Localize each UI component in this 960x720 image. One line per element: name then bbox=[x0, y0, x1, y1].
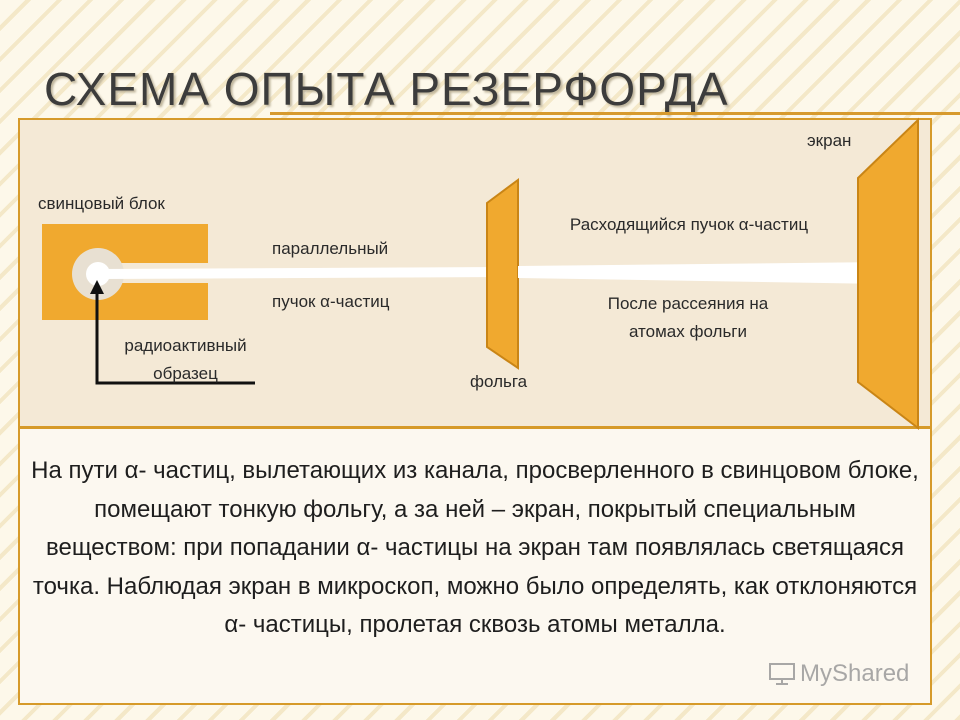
radioactive-sample-label: радиоактивный образец bbox=[124, 336, 247, 383]
parallel-label: параллельный bbox=[272, 239, 389, 258]
sample-arrow-head bbox=[90, 280, 104, 294]
description-panel bbox=[18, 427, 932, 705]
parallel-beam bbox=[93, 267, 509, 279]
after-scattering-label: После рассеяния на атомах фольги bbox=[607, 294, 769, 341]
title-underline bbox=[270, 112, 960, 115]
diverging-beam bbox=[518, 262, 885, 284]
presentation-icon bbox=[769, 663, 795, 685]
diverging-beam-label: Расходящийся пучок α-частиц bbox=[569, 215, 809, 234]
screen-plate bbox=[857, 117, 919, 431]
screen-label: экран bbox=[807, 131, 852, 150]
watermark-text: MyShared bbox=[800, 660, 910, 687]
sample-arrow-line bbox=[95, 291, 255, 385]
watermark: MyShared bbox=[768, 660, 909, 688]
foil-label: фольга bbox=[470, 372, 528, 391]
description-text: На пути α- частиц, вылетающих из канала,… bbox=[31, 457, 919, 638]
beam-label: пучок α-частиц bbox=[272, 292, 390, 311]
lead-block-label: свинцовый блок bbox=[38, 194, 165, 213]
page-title: СХЕМА ОПЫТА РЕЗЕРФОРДА bbox=[44, 63, 729, 115]
foil-plate bbox=[486, 178, 519, 370]
